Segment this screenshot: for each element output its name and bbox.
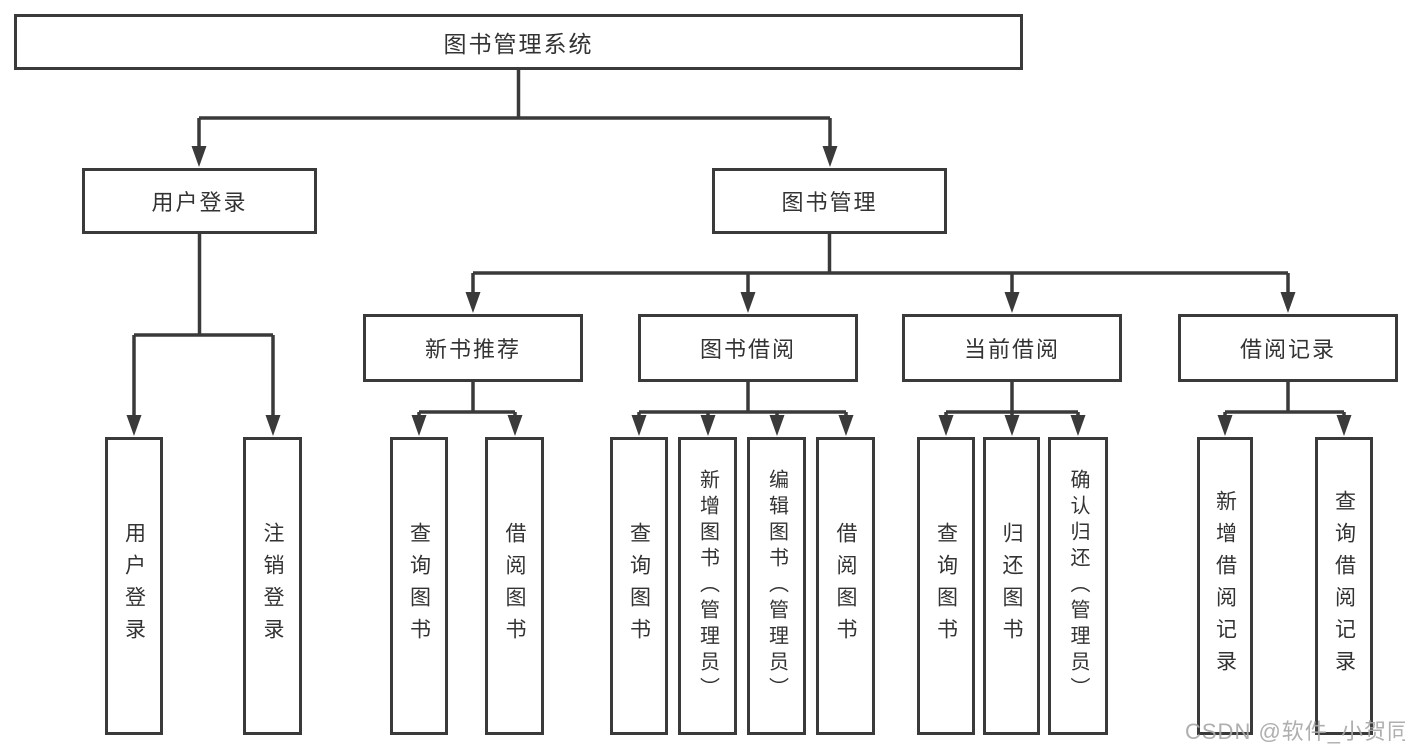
- node-book-borrow: 图书借阅: [638, 314, 858, 382]
- connector-root-to-level2: [197, 70, 832, 148]
- connector-new-book-rec-children: [417, 382, 517, 418]
- node-user-login: 用户登录: [82, 168, 317, 234]
- node-nbr-query-books: 查询图书: [390, 437, 448, 735]
- connector-user-login-children: [132, 234, 275, 417]
- node-cb-confirm-return: 确认归还（管理员）: [1048, 437, 1108, 735]
- node-bb-edit-books: 编辑图书（管理员）: [747, 437, 806, 735]
- node-br-add-record: 新增借阅记录: [1197, 437, 1253, 735]
- node-borrow-records: 借阅记录: [1178, 314, 1398, 382]
- node-leaf-user-login: 用户登录: [105, 437, 163, 735]
- node-br-query-record: 查询借阅记录: [1315, 437, 1373, 735]
- node-new-book-rec: 新书推荐: [363, 314, 583, 382]
- node-root: 图书管理系统: [14, 14, 1023, 70]
- connector-borrow-records-children: [1223, 382, 1346, 418]
- arrowheads: [126, 146, 1352, 436]
- node-bb-add-books: 新增图书（管理员）: [678, 437, 737, 735]
- node-cb-query-books: 查询图书: [917, 437, 975, 735]
- node-book-mgmt: 图书管理: [712, 168, 947, 234]
- node-leaf-logout: 注销登录: [243, 437, 302, 735]
- node-cb-return-books: 归还图书: [983, 437, 1040, 735]
- node-bb-borrow-books: 借阅图书: [816, 437, 875, 735]
- connector-book-mgmt-children: [471, 234, 1290, 294]
- node-current-borrow: 当前借阅: [902, 314, 1122, 382]
- connector-book-borrow-children: [637, 382, 848, 418]
- connector-current-borrow-children: [944, 382, 1080, 418]
- watermark: CSDN @软件_小贺同学: [1185, 719, 1405, 744]
- node-bb-query-books: 查询图书: [610, 437, 668, 735]
- node-nbr-borrow-books: 借阅图书: [485, 437, 544, 735]
